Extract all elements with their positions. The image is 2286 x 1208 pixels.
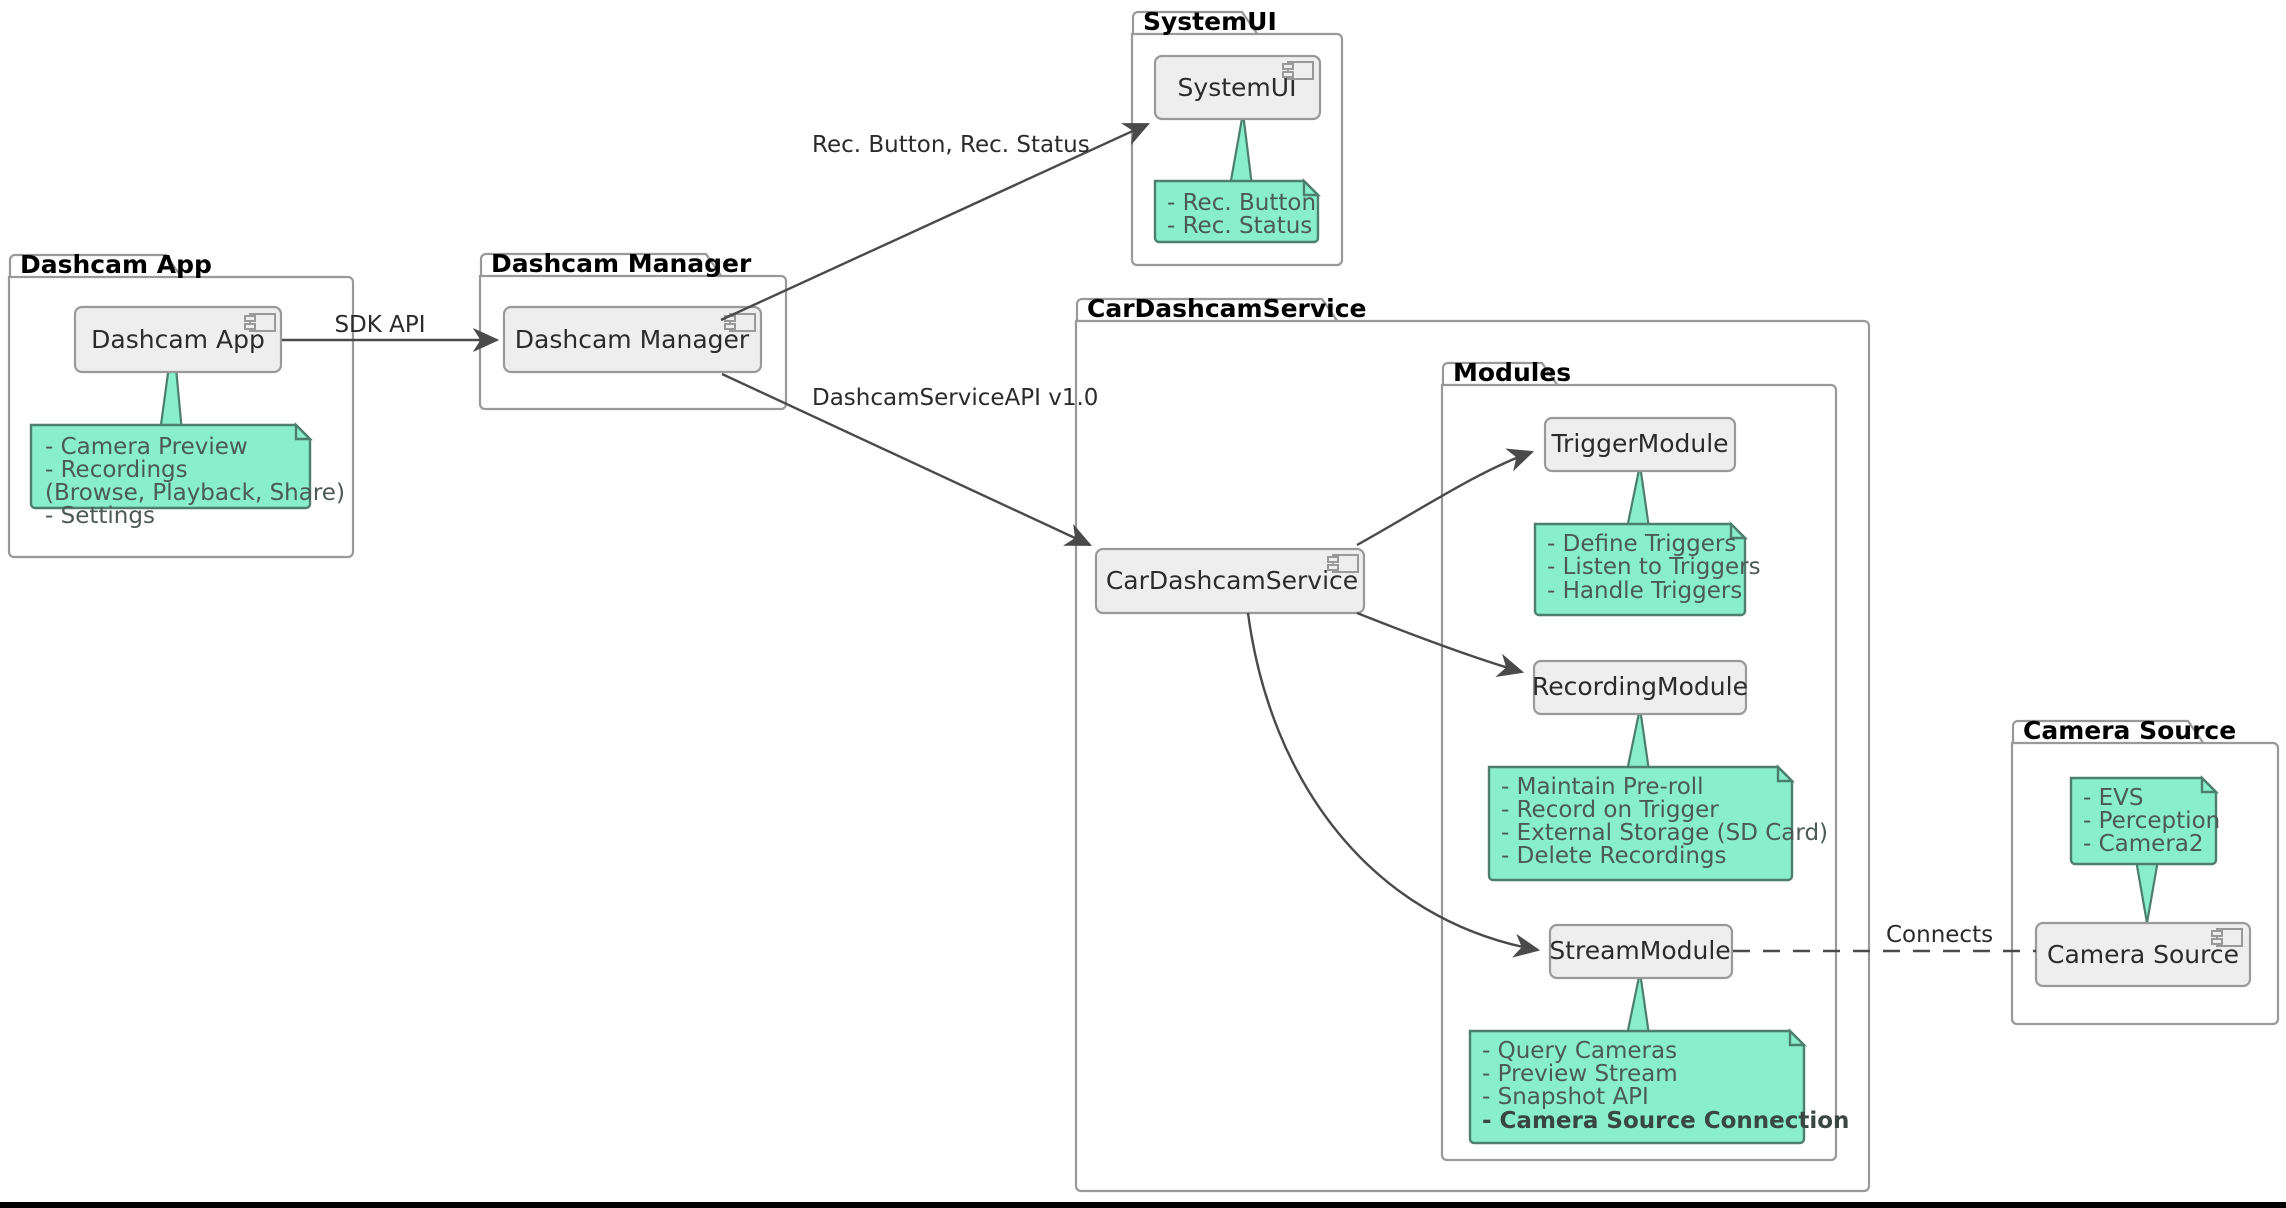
note-line: - Handle Triggers (1547, 578, 1742, 604)
package-title-dashcam-app: Dashcam App (20, 250, 212, 279)
package-cardashcamservice[interactable]: CarDashcamService CarDashcamService Modu… (1074, 294, 1871, 1193)
note-streammodule: - Query Cameras - Preview Stream - Snaps… (1468, 1028, 1849, 1145)
note-line: - External Storage (SD Card) (1501, 820, 1828, 846)
component-label-systemui: SystemUI (1178, 73, 1297, 102)
note-line: - Snapshot API (1482, 1084, 1649, 1110)
component-icon (2211, 928, 2243, 947)
note-line: - Listen to Triggers (1547, 554, 1761, 580)
component-cardashcamservice[interactable]: CarDashcamService (1094, 547, 1366, 615)
package-title-camera-source: Camera Source (2023, 716, 2236, 745)
note-line: - Camera Preview (45, 434, 248, 460)
note-triggermodule: - Define Triggers - Listen to Triggers -… (1533, 521, 1761, 617)
note-systemui: - Rec. Button - Rec. Status (1153, 178, 1321, 244)
note-line: - EVS (2083, 785, 2143, 811)
note-line: - Query Cameras (1482, 1038, 1677, 1064)
package-dashcam-manager[interactable]: Dashcam Manager Dashcam Manager (478, 249, 788, 411)
connection-to-triggermodule[interactable] (1356, 448, 1535, 547)
note-line: - Maintain Pre-roll (1501, 774, 1704, 800)
connection-dashcamserviceapi[interactable]: DashcamServiceAPI v1.0 (721, 372, 1098, 547)
component-icon (244, 313, 276, 332)
package-systemui[interactable]: SystemUI SystemUI - Rec. Button - Rec. S… (1130, 7, 1344, 267)
component-recordingmodule[interactable]: RecordingModule (1532, 659, 1748, 716)
component-label-streammodule: StreamModule (1549, 936, 1730, 965)
component-icon (724, 313, 756, 332)
note-camera-source: - EVS - Perception - Camera2 (2069, 775, 2220, 866)
component-systemui[interactable]: SystemUI (1153, 54, 1322, 121)
subpackage-title-modules: Modules (1453, 358, 1571, 387)
connection-label-connects: Connects (1886, 922, 1993, 948)
component-label-dashcam-app: Dashcam App (91, 325, 265, 354)
component-icon (1282, 61, 1314, 80)
package-title-cardashcamservice: CarDashcamService (1087, 294, 1367, 323)
note-line: - Camera2 (2083, 831, 2204, 857)
note-line: - Define Triggers (1547, 531, 1736, 557)
note-line: - Preview Stream (1482, 1061, 1678, 1087)
component-icon (1327, 554, 1359, 573)
note-line: - Camera Source Connection (1482, 1108, 1849, 1134)
component-label-camera-source: Camera Source (2047, 940, 2239, 969)
subpackage-modules[interactable]: Modules TriggerModule - Define Triggers … (1440, 358, 1849, 1162)
note-line: - Settings (45, 503, 155, 529)
connection-to-streammodule[interactable] (1246, 612, 1541, 958)
page-bottom-edge (0, 1202, 2286, 1208)
note-line: - Perception (2083, 808, 2220, 834)
connection-rec-button-status[interactable]: Rec. Button, Rec. Status (720, 122, 1150, 322)
note-line: - Delete Recordings (1501, 843, 1727, 869)
note-line: (Browse, Playback, Share) (45, 480, 345, 506)
connection-label-rec-button-status: Rec. Button, Rec. Status (812, 132, 1090, 158)
connection-sdk-api[interactable]: SDK API (282, 312, 500, 353)
component-label-cardashcamservice: CarDashcamService (1106, 566, 1358, 595)
connection-to-recordingmodule[interactable] (1356, 611, 1525, 677)
connection-connects[interactable]: Connects (1733, 922, 2036, 953)
component-label-dashcam-manager: Dashcam Manager (515, 325, 750, 354)
component-triggermodule[interactable]: TriggerModule (1543, 416, 1737, 473)
package-title-systemui: SystemUI (1143, 7, 1277, 36)
note-recordingmodule: - Maintain Pre-roll - Record on Trigger … (1487, 764, 1828, 882)
component-dashcam-manager[interactable]: Dashcam Manager (502, 305, 763, 374)
component-streammodule[interactable]: StreamModule (1548, 923, 1734, 980)
connection-label-sdk-api: SDK API (334, 312, 425, 338)
note-dashcam-app: - Camera Preview - Recordings (Browse, P… (29, 422, 345, 529)
package-camera-source[interactable]: Camera Source - EVS - Perception - Camer… (2010, 716, 2280, 1026)
component-camera-source[interactable]: Camera Source (2034, 921, 2252, 988)
note-line: - Recordings (45, 457, 188, 483)
note-line: - Record on Trigger (1501, 797, 1719, 823)
note-line: - Rec. Status (1167, 213, 1312, 239)
component-dashcam-app[interactable]: Dashcam App (73, 305, 283, 374)
package-dashcam-app[interactable]: Dashcam App Dashcam App - Camera Preview… (7, 250, 355, 559)
component-label-triggermodule: TriggerModule (1550, 429, 1728, 458)
package-title-dashcam-manager: Dashcam Manager (491, 249, 752, 278)
component-label-recordingmodule: RecordingModule (1532, 672, 1748, 701)
connection-label-dashcamserviceapi: DashcamServiceAPI v1.0 (812, 385, 1098, 411)
note-line: - Rec. Button (1167, 190, 1316, 216)
